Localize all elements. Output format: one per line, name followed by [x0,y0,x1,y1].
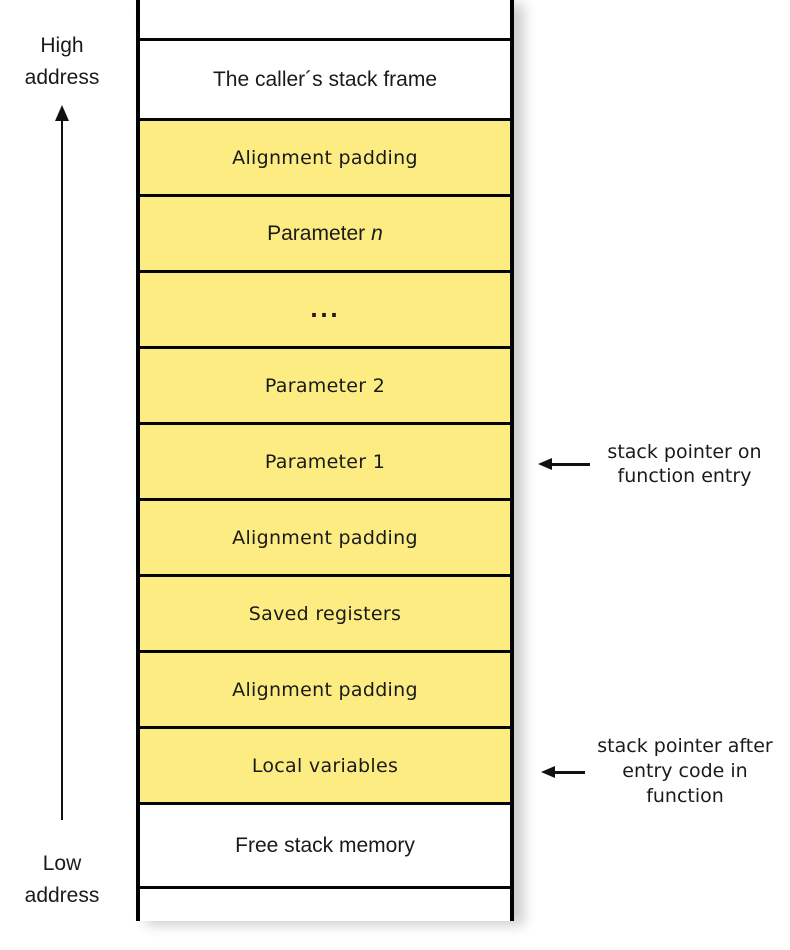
stack-row-label: Local variables [251,754,399,777]
high-address-label: High address [24,34,100,89]
stack-row-parameter-2: Parameter 2 [140,346,510,422]
stack-top-spacer [140,0,510,38]
stack-row-parameter-n: Parameter n [140,194,510,270]
stack-row-ellipsis: ... [140,270,510,346]
stack-row-label: Free stack memory [235,833,415,857]
stack-column: The caller´s stack frame Alignment paddi… [136,0,514,921]
stack-row-saved-registers: Saved registers [140,574,510,650]
sp-entry-label-line2: function entry [617,465,752,487]
stack-row-alignment-padding-top: Alignment padding [140,118,510,194]
stack-row-label: Saved registers [248,602,402,625]
stack-row-label: Parameter n [267,221,383,245]
sp-entry-label: stack pointer on function entry [592,440,777,488]
sp-after-arrow-shaft [553,771,585,774]
sp-entry-arrow-icon [538,458,552,470]
up-arrow-head-icon [55,105,69,121]
sp-after-label-line2: entry code in [622,760,748,782]
sp-entry-label-line1: stack pointer on [607,441,762,463]
stack-row-label: Alignment padding [232,678,418,701]
stack-row-parameter-1: Parameter 1 [140,422,510,498]
sp-entry-arrow-shaft [550,463,590,466]
sp-after-label: stack pointer after entry code in functi… [585,734,785,809]
stack-row-label: The caller´s stack frame [212,67,438,91]
sp-after-label-line3: function [646,785,724,807]
sp-after-label-line1: stack pointer after [597,735,773,757]
low-address-label: Low address [24,852,100,907]
stack-row-alignment-padding-low: Alignment padding [140,650,510,726]
stack-row-local-variables: Local variables [140,726,510,802]
stack-row-label: Parameter 1 [264,450,386,473]
stack-row-label: Alignment padding [232,526,418,549]
stack-row-label: Alignment padding [232,146,418,169]
stack-row-label: Parameter 2 [264,374,386,397]
stack-row-label: ... [310,297,340,322]
stack-row-alignment-padding-mid: Alignment padding [140,498,510,574]
up-arrow-shaft [61,118,63,820]
sp-after-arrow-icon [541,766,555,778]
stack-row-caller-frame: The caller´s stack frame [140,38,510,118]
stack-row-free-stack-memory: Free stack memory [140,802,510,889]
